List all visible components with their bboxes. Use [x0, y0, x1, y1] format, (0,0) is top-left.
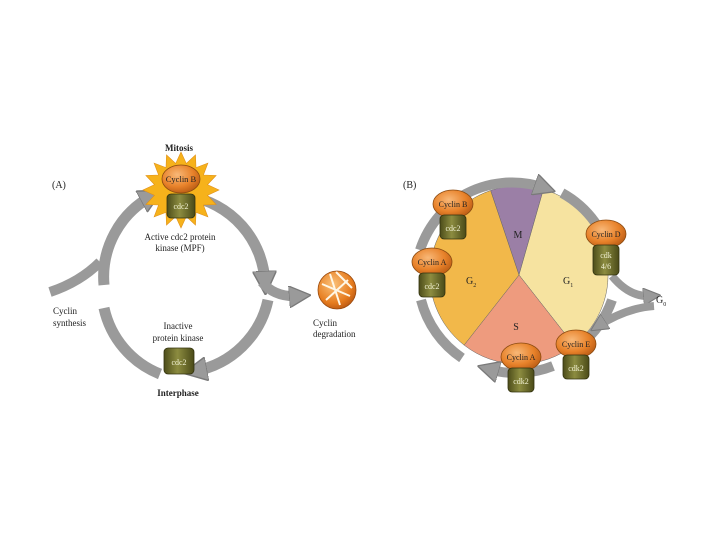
- cyclin-a-cdc2-complex: Cyclin A cdc2: [411, 247, 453, 298]
- cyclin-d-cdk46-complex: Cyclin D cdk 4/6: [585, 219, 627, 276]
- cdc2-inactive-label: cdc2: [171, 358, 186, 367]
- cyclin-b-cap-icon: [161, 164, 201, 194]
- g0-label: G0: [656, 295, 666, 308]
- g0-exit-arrow: [608, 273, 652, 296]
- cyclin-e-cdk2-complex: Cyclin E cdk2: [555, 329, 597, 380]
- panel-a-label: (A): [52, 180, 66, 191]
- cyclin-label: Cyclin E: [562, 340, 590, 349]
- phase-m-label: M: [514, 230, 523, 241]
- phase-g1-label: G1: [563, 276, 573, 289]
- cyclin-b-label: Cyclin B: [166, 174, 197, 184]
- cyclin-synthesis-label-line1: Cyclin: [53, 306, 77, 316]
- inactive-kinase-label-line1: Inactive: [164, 321, 193, 331]
- phase-s-label: S: [513, 322, 519, 333]
- kinase-label: cdk: [600, 251, 612, 260]
- active-kinase-label-line2: kinase (MPF): [155, 243, 204, 253]
- interphase-label: Interphase: [157, 388, 199, 398]
- inactive-kinase-label-line2: protein kinase: [153, 333, 204, 343]
- kinase-label: cdc2: [445, 224, 460, 233]
- kinase-cylinder-icon: [562, 354, 590, 380]
- phase-g2-label: G2: [466, 276, 476, 289]
- kinase-cylinder-icon: [507, 367, 535, 393]
- cdc2-kinase-icon: [166, 193, 196, 219]
- panel-a: (A) Cyclin B cdc2 Mitosis Active cdc2 pr…: [48, 143, 357, 398]
- kinase-cylinder-icon: [418, 272, 446, 298]
- phase-wheel: [429, 185, 609, 365]
- panel-b-label: (B): [403, 180, 416, 191]
- kinase-cylinder-icon: [439, 214, 467, 240]
- kinase-label: cdc2: [424, 282, 439, 291]
- cyclin-synthesis-arrow: [48, 258, 104, 297]
- cyclin-degradation-label-line2: degradation: [313, 329, 356, 339]
- cyclin-label: Cyclin D: [591, 230, 620, 239]
- cyclin-label: Cyclin A: [418, 258, 447, 267]
- cyclin-degradation-label-line1: Cyclin: [313, 318, 337, 328]
- kinase-label: cdk2: [513, 377, 529, 386]
- cyclin-synthesis-label-line2: synthesis: [53, 318, 87, 328]
- cyclin-label: Cyclin A: [507, 353, 536, 362]
- inactive-cdc2-complex: cdc2: [163, 347, 195, 375]
- kinase-cylinder-icon: [592, 244, 620, 276]
- active-kinase-label-line1: Active cdc2 protein: [145, 232, 216, 242]
- cdc2-inactive-kinase-icon: [163, 347, 195, 375]
- kinase-label: cdk2: [568, 364, 584, 373]
- cyclin-label: Cyclin B: [439, 200, 468, 209]
- degraded-cyclin-icon: [317, 270, 357, 310]
- cdc2-active-label: cdc2: [173, 202, 188, 211]
- cyclin-b-cdc2-complex: Cyclin B cdc2: [432, 189, 474, 240]
- panel-b: (B) M G1 G2 S G0 Cyclin B: [403, 180, 666, 393]
- cyclin-a-cdk2-complex: Cyclin A cdk2: [500, 342, 542, 393]
- g0-reentry-arrow: [598, 302, 655, 326]
- cyclin-degradation-arrow: [258, 278, 300, 296]
- kinase-label-line2: 4/6: [601, 262, 611, 271]
- mitosis-label: Mitosis: [165, 143, 193, 153]
- active-mpf-complex: Cyclin B cdc2: [161, 164, 201, 219]
- panel-a-cycle-ring: [98, 196, 268, 374]
